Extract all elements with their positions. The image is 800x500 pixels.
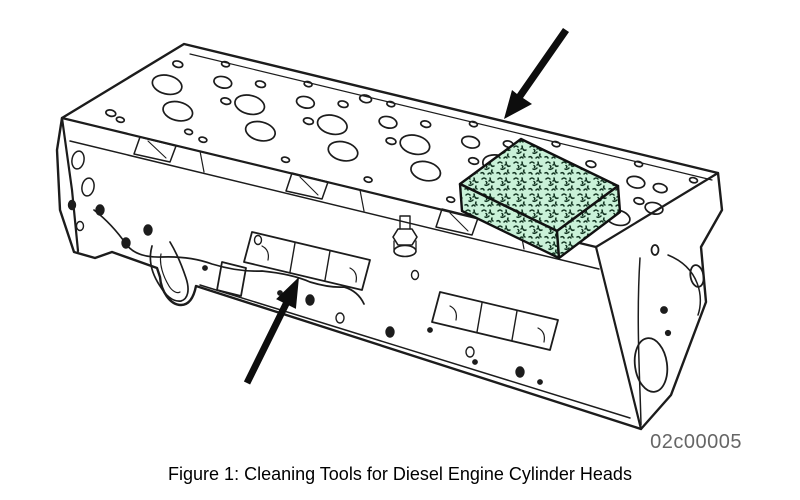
slab-band-line bbox=[69, 140, 600, 270]
front-face-ports bbox=[216, 231, 559, 351]
hex-stud bbox=[392, 215, 418, 258]
head-silhouette bbox=[55, 42, 724, 431]
front-arrow bbox=[243, 277, 299, 385]
figure-code: 02c00005 bbox=[650, 431, 742, 453]
skirt-line bbox=[199, 284, 631, 419]
cleaning-pad bbox=[458, 137, 622, 260]
lifting-hook bbox=[149, 241, 189, 302]
front-face-bolts bbox=[67, 199, 543, 385]
annotation-arrows bbox=[243, 28, 569, 385]
top-chamfer-line bbox=[189, 53, 713, 181]
figure-caption: Figure 1: Cleaning Tools for Diesel Engi… bbox=[168, 464, 632, 484]
cylinder-head-drawing bbox=[55, 42, 724, 431]
cylinder-head-figure: 02c00005 bbox=[55, 28, 742, 453]
top-arrow bbox=[504, 28, 569, 119]
right-face-ports bbox=[633, 244, 705, 426]
left-face-ports bbox=[71, 150, 95, 197]
cleaning-pad-side bbox=[555, 184, 622, 260]
